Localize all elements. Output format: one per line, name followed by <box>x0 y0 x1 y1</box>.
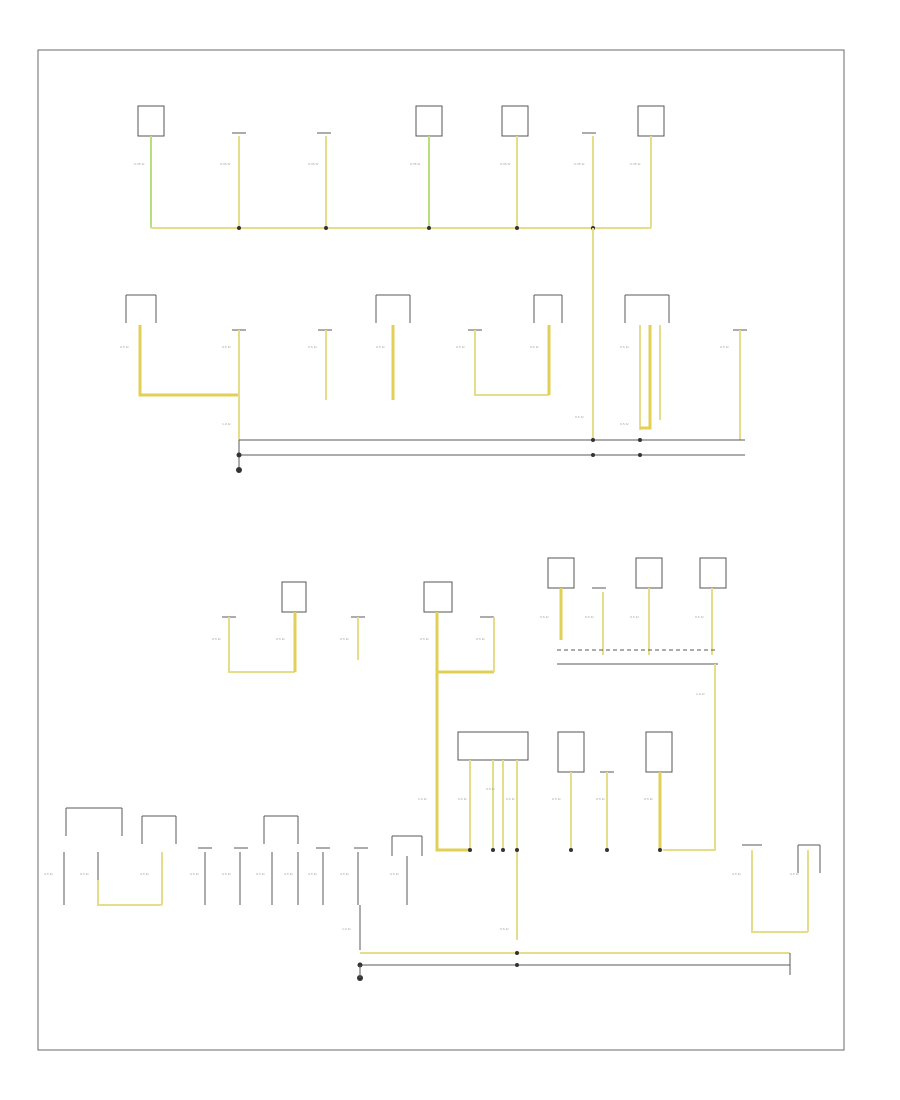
svg-text:0.35 br: 0.35 br <box>220 162 232 166</box>
svg-text:0.5 br: 0.5 br <box>420 637 430 641</box>
svg-text:0.5 br: 0.5 br <box>276 637 286 641</box>
svg-text:1.0 br: 1.0 br <box>418 797 428 801</box>
svg-text:0.5 br: 0.5 br <box>308 345 318 349</box>
svg-text:0.5 br: 0.5 br <box>552 797 562 801</box>
component-box[interactable] <box>501 105 529 137</box>
svg-text:0.5 br: 0.5 br <box>390 872 400 876</box>
component-box[interactable] <box>415 105 443 137</box>
svg-text:0.35 br: 0.35 br <box>308 162 320 166</box>
svg-text:0.5 br: 0.5 br <box>212 637 222 641</box>
svg-text:0.5 br: 0.5 br <box>44 872 54 876</box>
svg-text:0.5 br: 0.5 br <box>790 872 800 876</box>
svg-text:0.5 br: 0.5 br <box>620 422 630 426</box>
section-middle-components: 0.5 br 0.5 br 0.5 br 0.5 br 0.5 br 0.5 b… <box>120 294 747 473</box>
svg-text:0.5 br: 0.5 br <box>720 345 730 349</box>
svg-text:0.5 br: 0.5 br <box>695 615 705 619</box>
svg-text:0.35 br: 0.35 br <box>630 162 642 166</box>
section-lower-components: 0.5 br 0.5 br 0.5 br 0.5 br 0.5 br 0.5 b… <box>212 557 727 940</box>
component-box[interactable] <box>281 581 307 613</box>
svg-text:0.35 br: 0.35 br <box>134 162 146 166</box>
component-box[interactable] <box>635 557 663 589</box>
svg-text:0.35 br: 0.35 br <box>410 162 422 166</box>
component-box[interactable] <box>637 105 665 137</box>
svg-text:0.5 br: 0.5 br <box>222 872 232 876</box>
svg-text:0.5 br: 0.5 br <box>476 637 486 641</box>
svg-text:0.5 br: 0.5 br <box>530 345 540 349</box>
svg-text:1.0 br: 1.0 br <box>222 422 232 426</box>
svg-text:0.5 br: 0.5 br <box>630 615 640 619</box>
svg-text:0.5 br: 0.5 br <box>458 797 468 801</box>
svg-text:0.5 br: 0.5 br <box>222 345 232 349</box>
component-box[interactable] <box>457 731 529 761</box>
svg-text:1.0 br: 1.0 br <box>342 927 352 931</box>
component-box[interactable] <box>645 731 673 773</box>
svg-text:0.5 br: 0.5 br <box>506 797 516 801</box>
svg-text:0.5 br: 0.5 br <box>596 797 606 801</box>
svg-text:0.5 br: 0.5 br <box>140 872 150 876</box>
svg-text:0.35 br: 0.35 br <box>574 162 586 166</box>
svg-text:0.5 br: 0.5 br <box>340 872 350 876</box>
svg-text:0.35 br: 0.35 br <box>500 162 512 166</box>
svg-text:1.0 br: 1.0 br <box>696 692 706 696</box>
component-box[interactable] <box>699 557 727 589</box>
svg-text:0.5 br: 0.5 br <box>308 872 318 876</box>
svg-text:0.5 br: 0.5 br <box>486 787 496 791</box>
svg-text:0.5 br: 0.5 br <box>575 415 585 419</box>
diagram-frame <box>37 49 845 1051</box>
svg-text:0.5 br: 0.5 br <box>376 345 386 349</box>
svg-text:0.5 br: 0.5 br <box>620 345 630 349</box>
section-top-components: 0.35 br 0.35 br 0.35 br 0.35 br 0.35 br … <box>134 105 665 440</box>
ground-point[interactable] <box>236 467 242 473</box>
svg-text:0.5 br: 0.5 br <box>190 872 200 876</box>
svg-text:0.5 br: 0.5 br <box>540 615 550 619</box>
component-box[interactable] <box>137 105 165 137</box>
svg-text:0.5 br: 0.5 br <box>340 637 350 641</box>
svg-text:0.5 br: 0.5 br <box>256 872 266 876</box>
svg-text:0.5 br: 0.5 br <box>120 345 130 349</box>
svg-text:0.5 br: 0.5 br <box>732 872 742 876</box>
section-bottom-components: 0.5 br 0.5 br 0.5 br 0.5 br 0.5 br 0.5 b… <box>44 807 821 981</box>
svg-text:0.5 br: 0.5 br <box>644 797 654 801</box>
component-box[interactable] <box>557 731 585 773</box>
svg-text:0.5 br: 0.5 br <box>284 872 294 876</box>
svg-text:0.5 br: 0.5 br <box>500 927 510 931</box>
component-box[interactable] <box>423 581 453 613</box>
svg-text:0.5 br: 0.5 br <box>585 615 595 619</box>
svg-text:0.5 br: 0.5 br <box>456 345 466 349</box>
svg-text:0.5 br: 0.5 br <box>80 872 90 876</box>
component-box[interactable] <box>547 557 575 589</box>
